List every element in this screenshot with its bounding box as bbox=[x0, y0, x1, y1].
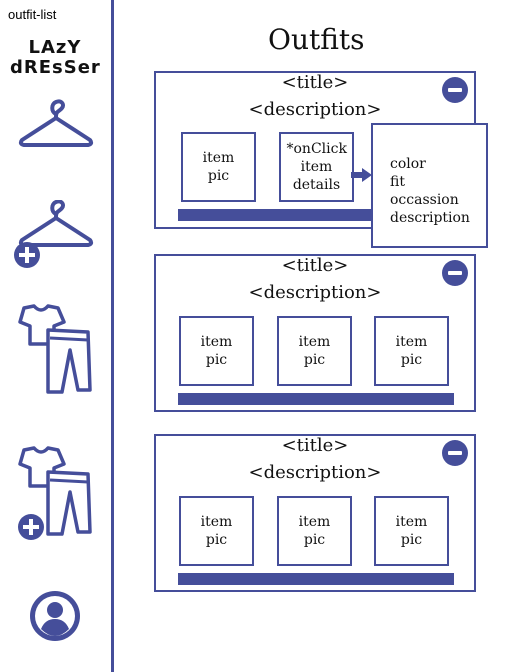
hanger-icon bbox=[18, 99, 94, 147]
outfit-description: <description> bbox=[248, 99, 382, 120]
sidebar-divider bbox=[111, 0, 114, 672]
nav-items[interactable] bbox=[18, 304, 92, 396]
detail-color: color bbox=[390, 156, 426, 172]
remove-outfit-button[interactable] bbox=[442, 440, 468, 466]
outfit-description: <description> bbox=[248, 282, 382, 303]
hanger-add-icon bbox=[14, 200, 94, 268]
logo-line-2: dREsSer bbox=[10, 57, 101, 78]
outfit-bar bbox=[178, 393, 454, 405]
nav-add-outfit[interactable] bbox=[12, 200, 94, 272]
nav-add-item[interactable] bbox=[14, 446, 94, 544]
outfit-title: <title> bbox=[281, 255, 349, 276]
outfit-bar bbox=[178, 573, 454, 585]
clothes-add-icon bbox=[18, 446, 92, 540]
detail-fit: fit bbox=[390, 174, 405, 190]
detail-occassion: occassion bbox=[390, 192, 459, 208]
page-title: Outfits bbox=[268, 23, 365, 56]
outfit-title: <title> bbox=[281, 72, 349, 93]
clothes-icon bbox=[18, 304, 92, 394]
outfit-title: <title> bbox=[281, 435, 349, 456]
user-icon bbox=[30, 591, 80, 641]
item-details-popup: color fit occassion description bbox=[371, 123, 488, 248]
logo-line-1: LAzY bbox=[28, 37, 82, 58]
nav-profile[interactable] bbox=[28, 589, 82, 643]
detail-description: description bbox=[390, 210, 470, 226]
outfit-description: <description> bbox=[248, 462, 382, 483]
arrow-right-icon bbox=[351, 168, 372, 182]
remove-outfit-button[interactable] bbox=[442, 77, 468, 103]
page-label: outfit-list bbox=[8, 7, 57, 22]
nav-outfits[interactable] bbox=[18, 98, 94, 152]
app-logo: LAzY dREsSer bbox=[10, 38, 100, 78]
remove-outfit-button[interactable] bbox=[442, 260, 468, 286]
